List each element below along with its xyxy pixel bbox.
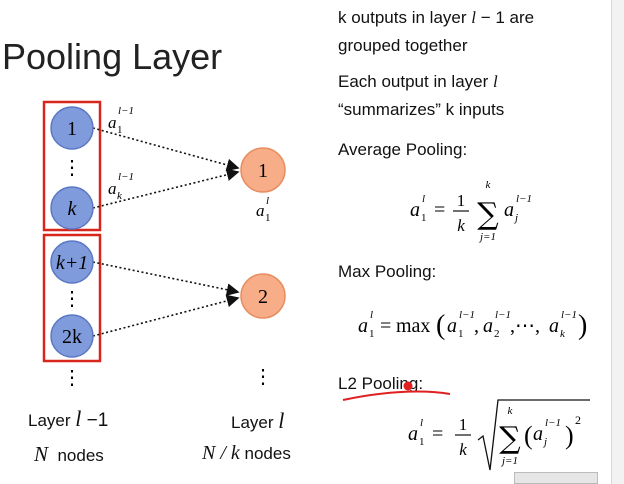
group-box-1 — [42, 100, 102, 232]
svg-text:,⋯,: ,⋯, — [510, 315, 540, 337]
svg-text:1: 1 — [265, 212, 271, 224]
input-node-k1-label: k+1 — [56, 252, 88, 274]
svg-text:l−1: l−1 — [561, 309, 577, 321]
input-node-2k-label: 2k — [62, 326, 82, 348]
svg-text:k: k — [508, 405, 514, 417]
svg-text:l−1: l−1 — [495, 309, 511, 321]
svg-text:=: = — [432, 423, 443, 445]
svg-text:l: l — [370, 309, 373, 321]
svg-text:1: 1 — [419, 436, 425, 448]
average-pooling-formula: a 1 l = 1 k k ∑ j=1 a j l−1 — [410, 179, 532, 243]
svg-text:∑: ∑ — [499, 421, 521, 456]
svg-text:1: 1 — [459, 415, 468, 434]
right-layer-caption: Layer l — [231, 408, 285, 433]
vertical-dots-4: ⋮ — [253, 366, 273, 388]
output-node-2 — [240, 273, 286, 319]
svg-text:1: 1 — [458, 328, 464, 340]
output-node-1 — [240, 147, 286, 193]
svg-text:a: a — [549, 315, 559, 337]
output-node-1-label: 1 — [258, 160, 268, 182]
svg-text:max: max — [396, 315, 430, 337]
svg-text:a: a — [410, 199, 420, 221]
svg-text:j: j — [513, 212, 518, 224]
svg-text:l: l — [422, 193, 425, 205]
svg-text:a: a — [358, 315, 368, 337]
input-node-k — [50, 186, 94, 230]
left-layer-caption: Layer l −1 — [28, 406, 109, 431]
edge-label-ak: a k l−1 — [108, 171, 134, 202]
l2-pooling-heading: L2 Pooling: — [338, 374, 424, 393]
input-node-1 — [50, 106, 94, 150]
svg-text:k: k — [459, 440, 467, 459]
desc-line-1: k outputs in layer l − 1 are — [338, 8, 535, 27]
svg-text:k: k — [117, 190, 123, 202]
svg-text:j=1: j=1 — [478, 231, 496, 243]
svg-text:1: 1 — [369, 328, 375, 340]
svg-text:l−1: l−1 — [118, 105, 134, 117]
max-pooling-formula: a 1 l = max ( a 1 l−1 , a 2 l−1 ,⋯, a k … — [358, 309, 587, 341]
svg-text:=: = — [380, 315, 391, 337]
red-underline-annotation — [342, 390, 451, 401]
svg-text:l: l — [266, 195, 269, 207]
average-pooling-heading: Average Pooling: — [338, 140, 468, 159]
desc-line-4: “summarizes” k inputs — [338, 100, 505, 119]
svg-text:,: , — [474, 315, 479, 337]
svg-text:a: a — [533, 423, 543, 445]
input-node-2k — [50, 314, 94, 358]
svg-text:k: k — [486, 179, 492, 191]
l2-pooling-formula: a 1 l = 1 k k ∑ j=1 ( a j l−1 ) 2 — [408, 399, 590, 471]
svg-text:l: l — [420, 417, 423, 429]
vertical-dots-3: ⋮ — [62, 367, 82, 389]
svg-text:=: = — [434, 199, 445, 221]
svg-text:a: a — [504, 199, 514, 221]
svg-text:1: 1 — [117, 124, 123, 136]
svg-text:a: a — [108, 179, 117, 198]
desc-line-2: grouped together — [338, 36, 468, 55]
left-node-count: N nodes — [34, 442, 104, 466]
desc-line-3: Each output in layer l — [338, 72, 498, 91]
svg-text:j: j — [542, 436, 547, 448]
svg-text:): ) — [565, 421, 574, 450]
svg-text:j=1: j=1 — [500, 455, 518, 467]
svg-text:a: a — [483, 315, 493, 337]
window-edge — [611, 0, 624, 484]
max-pooling-heading: Max Pooling: — [338, 262, 437, 281]
svg-text:l−1: l−1 — [459, 309, 475, 321]
input-node-k-label: k — [68, 198, 78, 220]
edge-2k-to-out2 — [92, 294, 240, 337]
svg-text:l−1: l−1 — [545, 417, 561, 429]
svg-text:a: a — [256, 201, 265, 220]
svg-text:∑: ∑ — [477, 197, 499, 232]
svg-text:l−1: l−1 — [516, 193, 532, 205]
svg-text:l−1: l−1 — [118, 171, 134, 183]
output-node-2-label: 2 — [258, 286, 268, 308]
red-pointer-dot — [403, 381, 413, 391]
svg-text:k: k — [560, 328, 566, 340]
svg-text:(: ( — [436, 310, 445, 341]
input-node-1-label: 1 — [67, 118, 77, 140]
input-node-k1 — [50, 240, 94, 284]
svg-text:2: 2 — [575, 413, 581, 427]
edge-k1-to-out2 — [92, 261, 240, 296]
svg-text:): ) — [578, 310, 587, 341]
edge-label-a1: a 1 l−1 — [108, 105, 134, 136]
svg-text:2: 2 — [494, 328, 500, 340]
watermark-badge — [514, 472, 598, 484]
svg-text:1: 1 — [457, 191, 466, 210]
svg-text:(: ( — [524, 421, 533, 450]
svg-text:a: a — [108, 113, 117, 132]
svg-text:k: k — [457, 216, 465, 235]
svg-text:a: a — [408, 423, 418, 445]
edge-1-to-out1 — [92, 127, 240, 172]
group-box-2 — [42, 233, 102, 363]
svg-text:1: 1 — [421, 212, 427, 224]
right-node-count: N / k nodes — [202, 442, 291, 464]
slide-title: Pooling Layer — [2, 36, 223, 77]
vertical-dots-1: ⋮ — [62, 157, 82, 179]
vertical-dots-2: ⋮ — [62, 288, 82, 310]
output-label-a1: a 1 l — [256, 195, 271, 224]
svg-text:a: a — [447, 315, 457, 337]
